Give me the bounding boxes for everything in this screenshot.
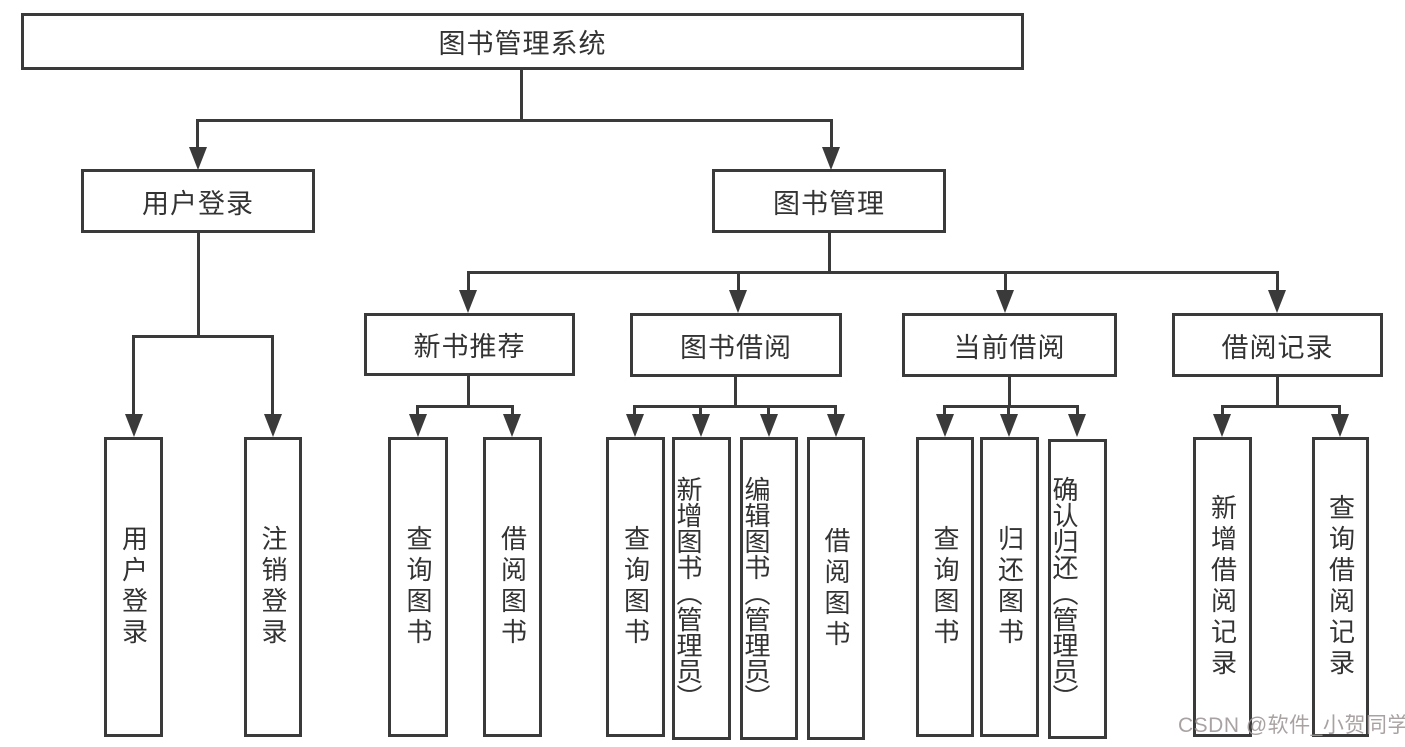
node-label: 当前借阅: [953, 332, 1066, 363]
connector-line: [737, 271, 740, 293]
arrowhead-down-icon: [822, 147, 840, 170]
arrowhead-down-icon: [409, 414, 427, 437]
connector-line: [699, 405, 702, 417]
connector-line: [1004, 271, 1007, 293]
connector-line: [1007, 405, 1010, 417]
connector-line: [1276, 377, 1279, 407]
connector-line: [1008, 377, 1011, 407]
node-user-login: 用户登录: [81, 169, 315, 233]
node-current-borrowing: 当前借阅: [902, 313, 1117, 377]
arrowhead-down-icon: [827, 414, 845, 437]
connector-line: [416, 405, 514, 408]
arrowhead-down-icon: [1068, 414, 1086, 437]
csdn-watermark: CSDN @软件_小贺同学: [1178, 714, 1405, 737]
node-label: 图书管理: [773, 188, 885, 219]
connector-line: [197, 233, 200, 337]
connector-line: [196, 119, 199, 150]
node-label: 用户登录: [118, 525, 149, 649]
connector-line: [734, 377, 737, 407]
node-book-borrowing: 图书借阅: [630, 313, 842, 377]
leaf-borrowing-query-books: 查询图书: [606, 437, 665, 737]
leaf-records-add-record: 新增借阅记录: [1193, 437, 1252, 737]
connector-line: [467, 271, 1279, 274]
connector-line: [467, 271, 470, 293]
node-label: 借阅记录: [1221, 332, 1334, 363]
connector-line: [633, 405, 636, 417]
arrowhead-down-icon: [1268, 290, 1286, 313]
leaf-logout-login: 注销登录: [244, 437, 302, 737]
node-label: 查询图书: [620, 525, 651, 649]
leaf-borrowing-edit-books-admin: 编辑图书（管理员）: [740, 437, 798, 740]
node-label: 编辑图书（管理员）: [741, 475, 771, 710]
leaf-records-query-record: 查询借阅记录: [1312, 437, 1369, 737]
arrowhead-down-icon: [729, 290, 747, 313]
node-label: 借阅图书: [821, 526, 851, 651]
node-label: 用户登录: [142, 188, 254, 219]
connector-line: [511, 405, 514, 417]
node-label: 查询图书: [403, 525, 433, 649]
connector-line: [467, 376, 470, 407]
arrowhead-down-icon: [189, 147, 207, 170]
leaf-current-query-books: 查询图书: [916, 437, 974, 737]
arrowhead-down-icon: [459, 290, 477, 313]
node-label: 查询图书: [930, 525, 960, 649]
node-book-management: 图书管理: [712, 169, 946, 233]
node-label: 归还图书: [994, 525, 1025, 649]
leaf-newbook-query-books: 查询图书: [388, 437, 448, 737]
node-label: 注销登录: [258, 525, 288, 649]
arrowhead-down-icon: [692, 414, 710, 437]
connector-line: [196, 119, 833, 122]
connector-line: [1338, 405, 1341, 417]
arrowhead-down-icon: [503, 414, 521, 437]
node-borrow-records: 借阅记录: [1172, 313, 1383, 377]
node-new-book-recommend: 新书推荐: [364, 313, 575, 376]
leaf-current-confirm-return-admin: 确认归还（管理员）: [1048, 439, 1107, 739]
connector-line: [132, 335, 135, 415]
connector-line: [943, 405, 946, 417]
node-label: 新增图书（管理员）: [673, 475, 703, 710]
node-library-management-system: 图书管理系统: [21, 13, 1024, 70]
leaf-current-return-books: 归还图书: [980, 437, 1039, 737]
arrowhead-down-icon: [264, 414, 282, 437]
connector-line: [830, 119, 833, 150]
connector-line: [271, 335, 274, 415]
connector-line: [943, 405, 1079, 408]
connector-line: [767, 405, 770, 417]
connector-line: [1221, 405, 1341, 408]
node-label: 借阅图书: [497, 525, 528, 649]
leaf-borrowing-add-books-admin: 新增图书（管理员）: [672, 437, 731, 740]
connector-line: [633, 405, 837, 408]
connector-line: [1221, 405, 1224, 417]
node-label: 图书管理系统: [438, 29, 607, 59]
arrowhead-down-icon: [626, 414, 644, 437]
connector-line: [834, 405, 837, 417]
arrowhead-down-icon: [760, 414, 778, 437]
arrowhead-down-icon: [996, 290, 1014, 313]
arrowhead-down-icon: [1213, 414, 1231, 437]
arrowhead-down-icon: [1000, 414, 1018, 437]
leaf-newbook-borrow-books: 借阅图书: [483, 437, 542, 737]
node-label: 确认归还（管理员）: [1049, 476, 1079, 710]
arrowhead-down-icon: [125, 414, 143, 437]
leaf-borrowing-borrow-books: 借阅图书: [807, 437, 865, 740]
node-label: 图书借阅: [680, 332, 792, 363]
connector-line: [416, 405, 419, 417]
node-label: 查询借阅记录: [1325, 494, 1356, 680]
connector-line: [828, 233, 831, 274]
connector-line: [1076, 405, 1079, 417]
node-label: 新增借阅记录: [1207, 494, 1238, 680]
connector-line: [520, 70, 523, 121]
arrowhead-down-icon: [936, 414, 954, 437]
leaf-user-login: 用户登录: [104, 437, 163, 737]
arrowhead-down-icon: [1331, 414, 1349, 437]
connector-line: [132, 335, 274, 338]
node-label: 新书推荐: [413, 332, 526, 362]
connector-line: [1276, 271, 1279, 293]
